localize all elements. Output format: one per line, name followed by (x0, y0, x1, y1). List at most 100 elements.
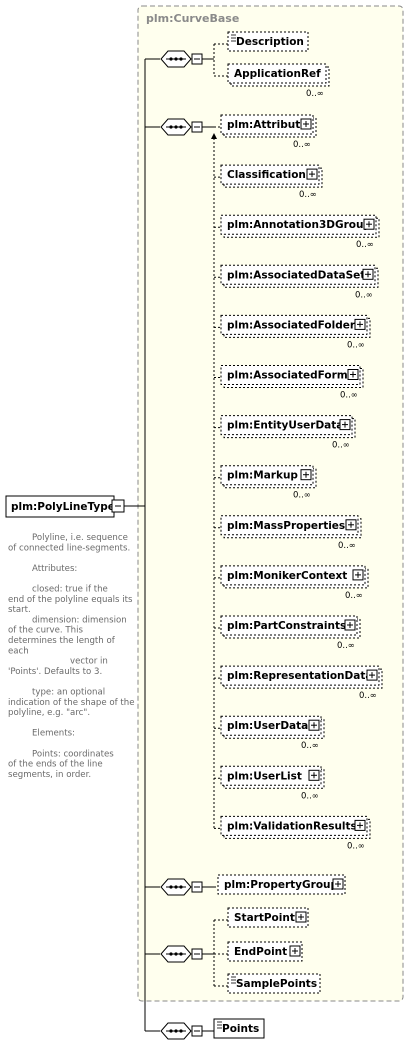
doc-line: determines the length of (8, 636, 116, 646)
root-label: plm:PolyLineType (11, 501, 115, 513)
doc-line: closed: true if the (32, 585, 108, 595)
element-label: plm:UserList (227, 770, 302, 782)
expand-icon[interactable] (347, 369, 359, 380)
group-title: plm:CurveBase (146, 12, 239, 25)
cardinality-label: 0..∞ (359, 691, 377, 701)
cardinality-label: 0..∞ (299, 190, 317, 200)
doc-line: segments, in order. (8, 770, 91, 780)
root-element-polylinetype[interactable]: plm:PolyLineType (5, 495, 125, 518)
element-plm-attribute[interactable]: plm:Attribute 0..∞ (214, 114, 317, 150)
cardinality-label: 0..∞ (356, 240, 374, 250)
element-label: ApplicationRef (234, 68, 321, 80)
element-plm-massproperties[interactable]: plm:MassProperties 0..∞ (214, 515, 362, 551)
annotation-icon (231, 34, 236, 42)
sequence-compositor-4[interactable] (145, 945, 203, 963)
doc-line: of connected line-segments. (8, 543, 130, 553)
cardinality-label: 0..∞ (293, 491, 311, 501)
element-label: StartPoint (234, 912, 295, 924)
element-label: plm:UserData (227, 720, 308, 732)
cardinality-label: 0..∞ (337, 641, 355, 651)
sequence-compositor-2[interactable] (145, 118, 203, 136)
element-label: plm:ValidationResults (227, 820, 357, 832)
element-label: plm:MassProperties (227, 520, 345, 532)
element-label: plm:EntityUserData (227, 420, 343, 432)
expand-icon[interactable] (332, 878, 344, 890)
expand-icon[interactable] (354, 318, 366, 330)
expand-icon[interactable] (362, 268, 374, 280)
cardinality-label: 0..∞ (301, 791, 319, 801)
element-label: plm:Markup (227, 470, 298, 482)
element-label: Points (222, 1023, 259, 1035)
doc-line: of the ends of the line (8, 760, 103, 770)
element-label: plm:Attribute (227, 119, 307, 131)
sequence-compositor-3[interactable] (145, 878, 203, 896)
expand-icon[interactable] (308, 769, 320, 781)
element-description[interactable]: Description (214, 31, 309, 52)
element-plm-annotation3dgroup[interactable]: plm:Annotation3DGroup 0..∞ (214, 214, 380, 250)
doc-line: Points: coordinates (32, 749, 114, 759)
doc-line: Polyline, i.e. sequence (32, 533, 128, 543)
doc-line: Attributes: (32, 564, 77, 574)
annotation-icon (231, 976, 236, 984)
cardinality-label: 0..∞ (355, 290, 373, 300)
cardinality-label: 0..∞ (338, 541, 356, 551)
doc-line: indication of the shape of the (8, 698, 135, 708)
expand-icon[interactable] (344, 619, 356, 631)
expand-icon[interactable] (300, 118, 312, 130)
expand-icon[interactable] (295, 911, 307, 923)
doc-line: polyline, e.g. "arc". (8, 708, 90, 718)
expand-icon[interactable] (354, 819, 366, 831)
element-plm-markup[interactable]: plm:Markup 0..∞ (214, 465, 317, 501)
expand-icon[interactable] (289, 945, 301, 957)
element-applicationref[interactable]: ApplicationRef 0..∞ (214, 63, 330, 99)
element-plm-propertygroup[interactable]: plm:PropertyGroup (214, 874, 346, 895)
element-samplepoints[interactable]: SamplePoints (214, 973, 321, 994)
element-label: plm:PartConstraints (227, 620, 346, 632)
element-plm-userdata[interactable]: plm:UserData 0..∞ (214, 715, 325, 751)
element-label: plm:MonikerContext (227, 570, 347, 582)
element-plm-validationresults[interactable]: plm:ValidationResults 0..∞ (214, 815, 371, 851)
element-endpoint[interactable]: EndPoint (214, 941, 303, 962)
cardinality-label: 0..∞ (306, 89, 324, 99)
doc-line: dimension: dimension (32, 615, 127, 625)
sequence-compositor-1[interactable] (145, 50, 203, 68)
expand-icon[interactable] (363, 218, 375, 230)
expand-icon[interactable] (339, 419, 351, 431)
annotation-icon (217, 1021, 222, 1029)
expand-icon[interactable] (366, 669, 378, 681)
cardinality-label: 0..∞ (340, 391, 358, 401)
doc-line: start. (8, 605, 31, 615)
expand-icon[interactable] (300, 469, 312, 481)
element-startpoint[interactable]: StartPoint (214, 907, 309, 928)
expand-icon[interactable] (308, 719, 320, 731)
element-points[interactable]: Points (213, 1018, 265, 1039)
expand-icon[interactable] (345, 519, 357, 531)
element-plm-monikercontext[interactable]: plm:MonikerContext 0..∞ (214, 565, 369, 601)
expand-icon[interactable] (352, 569, 364, 581)
cardinality-label: 0..∞ (345, 591, 363, 601)
element-label: plm:Annotation3DGroup (227, 219, 371, 231)
expand-icon[interactable] (306, 168, 318, 180)
cardinality-label: 0..∞ (347, 841, 365, 851)
doc-line: end of the polyline equals its (8, 595, 133, 605)
element-label: plm:AssociatedFolder (227, 319, 356, 331)
sequence-compositor-5[interactable] (145, 1022, 203, 1040)
element-plm-entityuserdata[interactable]: plm:EntityUserData 0..∞ (214, 415, 356, 451)
element-label: SamplePoints (236, 978, 317, 990)
element-label: plm:AssociatedDataSet (227, 269, 365, 281)
cardinality-label: 0..∞ (301, 741, 319, 751)
element-plm-partconstraints[interactable]: plm:PartConstraints 0..∞ (214, 615, 361, 651)
element-plm-associatedfolder[interactable]: plm:AssociatedFolder 0..∞ (214, 314, 371, 350)
element-plm-userlist[interactable]: plm:UserList 0..∞ (214, 765, 325, 801)
element-label: Description (236, 36, 304, 48)
doc-line: of the curve. This (8, 626, 83, 636)
cardinality-label: 0..∞ (332, 441, 350, 451)
cardinality-label: 0..∞ (347, 340, 365, 350)
cardinality-label: 0..∞ (293, 140, 311, 150)
element-plm-associateddataset[interactable]: plm:AssociatedDataSet 0..∞ (214, 264, 379, 300)
